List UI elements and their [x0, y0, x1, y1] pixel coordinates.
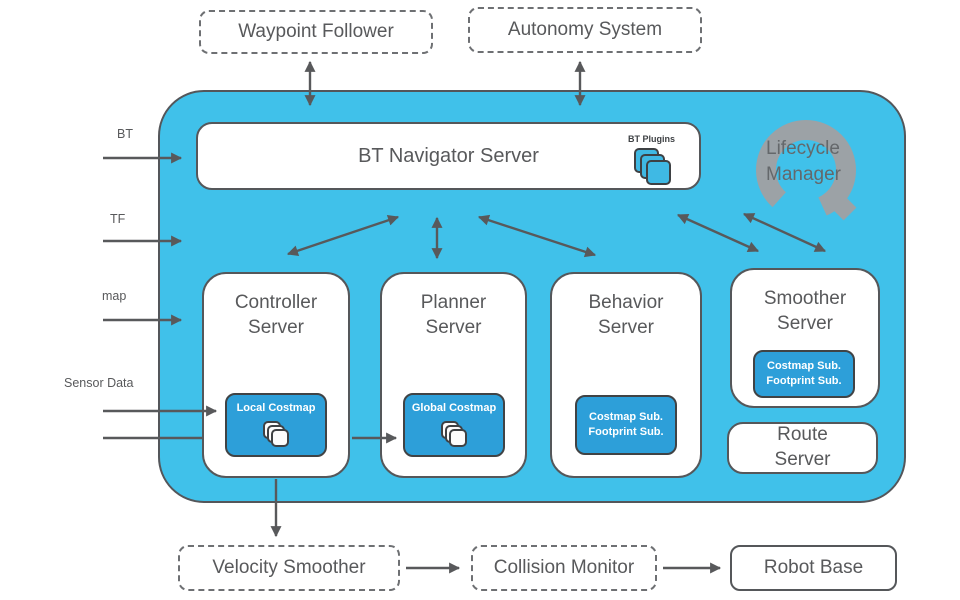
- behavior-server-label: Behavior Server: [588, 292, 664, 339]
- bt-plugins-label: BT Plugins: [628, 134, 675, 144]
- planner-server-label: Planner Server: [420, 292, 487, 339]
- route-server-node: Route Server: [727, 422, 878, 474]
- global-costmap-label: Global Costmap: [411, 402, 497, 414]
- robot-base-node: Robot Base: [730, 545, 897, 591]
- input-label-bt: BT: [117, 127, 133, 141]
- input-label-sensor-data: Sensor Data: [64, 376, 134, 390]
- bt-navigator-server-label: BT Navigator Server: [358, 144, 539, 167]
- collision-monitor-label: Collision Monitor: [493, 557, 635, 578]
- input-label-map: map: [102, 289, 127, 303]
- lifecycle-manager-label: Lifecycle Manager: [766, 138, 841, 185]
- route-server-label: Route Server: [774, 424, 831, 470]
- behavior-subscribers-badge: Costmap Sub. Footprint Sub.: [575, 395, 677, 455]
- global-costmap-badge: Global Costmap: [403, 393, 505, 457]
- waypoint-follower-node: Waypoint Follower: [199, 10, 433, 54]
- autonomy-system-node: Autonomy System: [468, 7, 702, 53]
- waypoint-follower-label: Waypoint Follower: [238, 21, 394, 42]
- local-costmap-badge: Local Costmap: [225, 393, 327, 457]
- smoother-server-label: Smoother Server: [763, 288, 847, 335]
- autonomy-system-label: Autonomy System: [507, 19, 663, 40]
- local-costmap-label: Local Costmap: [236, 402, 316, 414]
- smoother-subscribers-label: Costmap Sub. Footprint Sub.: [766, 359, 842, 387]
- velocity-smoother-node: Velocity Smoother: [178, 545, 400, 591]
- behavior-subscribers-label: Costmap Sub. Footprint Sub.: [588, 410, 664, 438]
- stacked-squares-icon: [634, 148, 675, 189]
- collision-monitor-node: Collision Monitor: [471, 545, 657, 591]
- controller-server-label: Controller Server: [234, 292, 318, 339]
- stacked-squares-icon: [263, 421, 293, 451]
- bt-navigator-server-node: BT Navigator Server BT Plugins: [196, 122, 701, 190]
- input-label-tf: TF: [110, 212, 126, 226]
- smoother-subscribers-badge: Costmap Sub. Footprint Sub.: [753, 350, 855, 398]
- stacked-squares-icon: [441, 421, 471, 451]
- robot-base-label: Robot Base: [763, 557, 864, 578]
- velocity-smoother-label: Velocity Smoother: [212, 557, 366, 578]
